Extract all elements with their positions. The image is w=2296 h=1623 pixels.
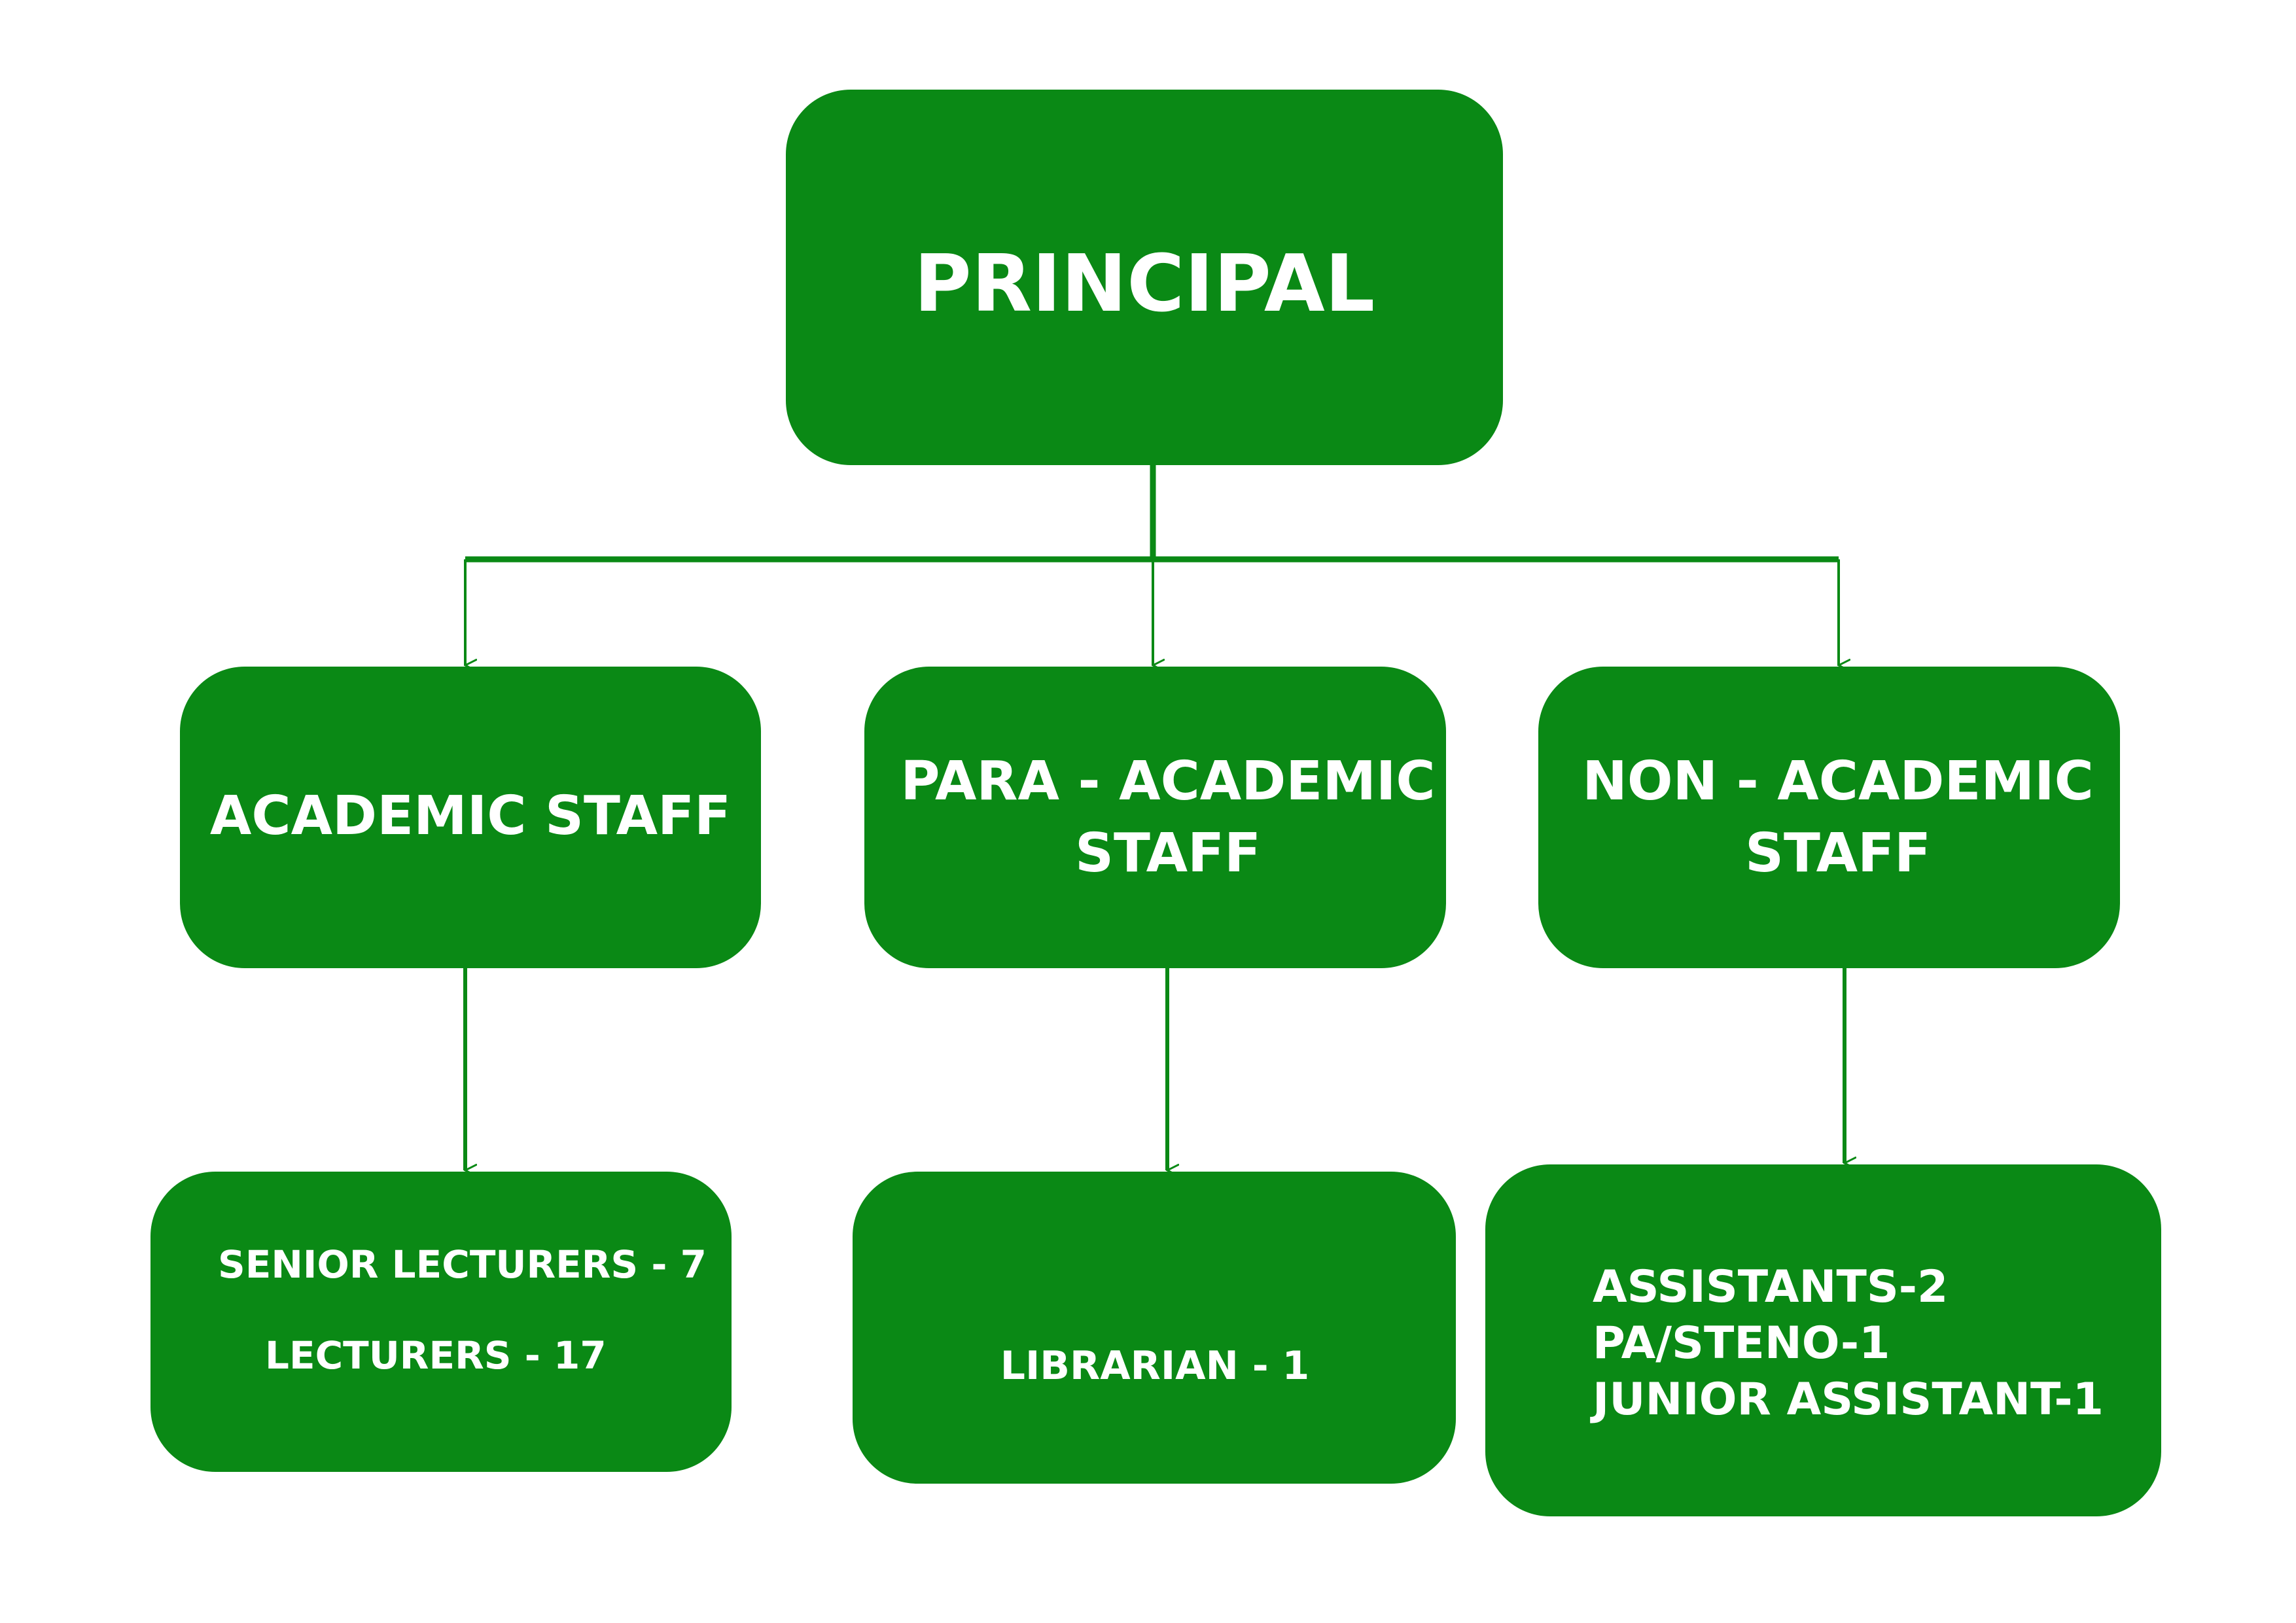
assistants-count: ASSISTANTS-2 xyxy=(1593,1261,1948,1313)
lecturers-node: SENIOR LECTURERS - 7 LECTURERS - 17 xyxy=(150,1172,732,1472)
senior-lecturers-count: SENIOR LECTURERS - 7 xyxy=(218,1242,707,1287)
non-academic-label-line1: NON - ACADEMIC xyxy=(1582,750,2094,812)
junior-assistant-count: JUNIOR ASSISTANT-1 xyxy=(1590,1374,2104,1425)
para-academic-label-line1: PARA - ACADEMIC xyxy=(900,750,1435,812)
lecturers-count: LECTURERS - 17 xyxy=(265,1333,607,1378)
pa-steno-count: PA/STENO-1 xyxy=(1593,1318,1890,1369)
librarian-count: LIBRARIAN - 1 xyxy=(1000,1343,1310,1389)
non-academic-label-line2: STAFF xyxy=(1745,822,1931,884)
principal-node: PRINCIPAL xyxy=(786,90,1503,465)
non-academic-staff-list-node: ASSISTANTS-2 PA/STENO-1 JUNIOR ASSISTANT… xyxy=(1485,1164,2161,1516)
academic-staff-label: ACADEMIC STAFF xyxy=(210,785,731,847)
librarian-node: LIBRARIAN - 1 xyxy=(853,1172,1456,1484)
para-academic-label-line2: STAFF xyxy=(1075,822,1261,884)
principal-label: PRINCIPAL xyxy=(914,239,1375,330)
non-academic-staff-node: NON - ACADEMIC STAFF xyxy=(1538,667,2120,968)
para-academic-staff-node: PARA - ACADEMIC STAFF xyxy=(864,667,1446,968)
academic-staff-node: ACADEMIC STAFF xyxy=(180,667,761,968)
